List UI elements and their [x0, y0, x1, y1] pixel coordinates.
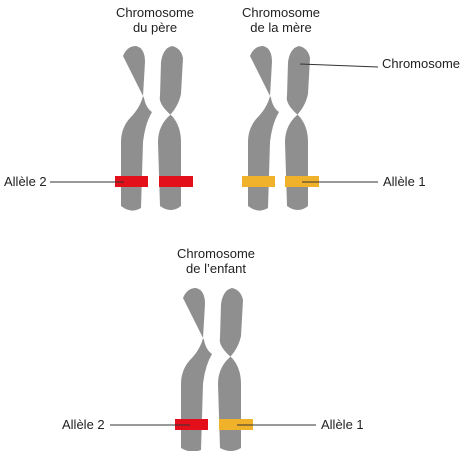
mother-chromatid-right: [285, 46, 310, 210]
father-title-line2: du père: [132, 20, 178, 35]
child-title-line1: Chromosome: [176, 246, 256, 261]
mother-title-line2: de la mère: [250, 20, 312, 35]
child-title: Chromosome de l’enfant: [151, 246, 281, 276]
child-chromatid-left: [181, 288, 212, 451]
mother-allele-left: [242, 176, 275, 187]
mother-chromosome: [242, 46, 319, 211]
father-chromatid-right: [158, 46, 183, 210]
mother-title-line1: Chromosome: [241, 5, 321, 20]
father-allele-label: Allèle 2: [4, 174, 47, 189]
child-chromosome: [175, 288, 253, 451]
child-allele-left-label: Allèle 2: [62, 417, 105, 432]
child-allele-right: [219, 419, 253, 430]
mother-title: Chromosome de la mère: [216, 5, 346, 35]
father-chromatid-left: [121, 46, 152, 211]
mother-allele-label: Allèle 1: [383, 174, 426, 189]
chromosome-label: Chromosome: [382, 56, 461, 71]
father-chromosome: [115, 46, 193, 211]
child-chromatid-right: [218, 288, 243, 451]
child-allele-left: [175, 419, 208, 430]
chromosome-leader-line: [299, 63, 379, 68]
child-title-line2: de l’enfant: [186, 261, 246, 276]
child-allele-right-label: Allèle 1: [321, 417, 364, 432]
father-title: Chromosome du père: [90, 5, 220, 35]
father-allele-right: [159, 176, 193, 187]
father-title-line1: Chromosome: [115, 5, 195, 20]
mother-chromatid-left: [248, 46, 279, 211]
father-allele-left: [115, 176, 148, 187]
